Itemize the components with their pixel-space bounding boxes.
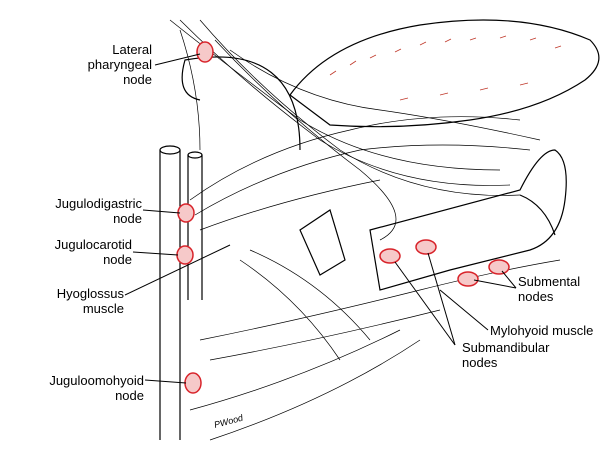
hyoid [299, 209, 346, 276]
label-line: Hyoglossus [56, 286, 124, 301]
label-line: node [103, 252, 132, 267]
label-line: Jugulodigastric [55, 196, 142, 211]
label-line: nodes [462, 355, 498, 370]
node-submental-1 [457, 271, 479, 287]
node-jugulodigastric [177, 203, 195, 223]
internal-jugular-vein [159, 150, 181, 440]
tongue [289, 19, 600, 128]
label-line: Juguloomohyoid [49, 373, 144, 388]
label-line: Submandibular [462, 340, 550, 355]
tongue-papillae [329, 35, 562, 101]
label-mylohyoid-muscle: Mylohyoid muscle [490, 323, 593, 338]
muscle-fibers [169, 19, 561, 441]
node-submandibular-2 [415, 239, 437, 255]
label-line: Mylohyoid muscle [490, 323, 594, 338]
label-line: node [123, 72, 152, 87]
node-jugulocarotid [176, 245, 194, 265]
label-jugulodigastric-node: Jugulodigastric node [20, 196, 142, 226]
node-submental-2 [488, 259, 510, 275]
label-line: node [115, 388, 144, 403]
label-line: node [113, 211, 142, 226]
label-line: nodes [518, 289, 554, 304]
label-line: Jugulocarotid [54, 237, 132, 252]
label-submandibular-nodes: Submandibular nodes [462, 340, 549, 370]
label-submental-nodes: Submental nodes [518, 274, 580, 304]
label-line: Submental [518, 274, 581, 289]
label-jugulocarotid-node: Jugulocarotid node [20, 237, 132, 267]
label-line: pharyngeal [87, 57, 152, 72]
label-line: Lateral [112, 42, 152, 57]
lymph-nodes [176, 41, 510, 394]
artist-signature: PWood [213, 412, 245, 430]
node-lateral-pharyngeal [196, 41, 214, 63]
carotid-artery [187, 155, 203, 300]
mandible [369, 149, 567, 291]
label-hyoglossus-muscle: Hyoglossus muscle [20, 286, 124, 316]
label-line: muscle [82, 301, 124, 316]
leader-lines [124, 53, 517, 384]
node-jugulomohyoid [184, 372, 202, 394]
label-lateral-pharyngeal-node: Lateral pharyngeal node [60, 42, 152, 87]
label-jugulomohyoid-node: Juguloomohyoid node [0, 373, 144, 403]
node-submandibular-1 [379, 248, 401, 264]
